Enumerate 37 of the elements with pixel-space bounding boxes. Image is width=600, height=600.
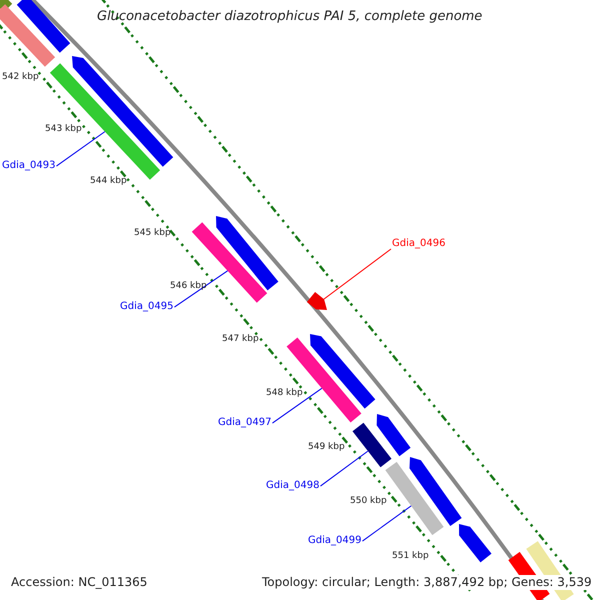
leader-line [320, 450, 368, 487]
gene-label: Gdia_0493 [2, 160, 56, 171]
footer-text: Topology: circular; Length: 3,887,492 bp; Genes: 3,539 [260, 575, 594, 590]
footer-text: Accession: NC_011365 [9, 575, 150, 590]
gene-bar [310, 334, 376, 409]
scale-label: 546 kbp [170, 282, 207, 292]
scale-label: 548 kbp [266, 389, 303, 399]
leader-line [272, 388, 322, 424]
gene-bar [286, 338, 362, 422]
gene-bar [216, 216, 278, 290]
scale-label: 549 kbp [308, 443, 345, 453]
scale-label: 550 kbp [350, 497, 387, 507]
diagram-title: Gluconacetobacter diazotrophicus PAI 5, complete genome [97, 10, 482, 24]
scale-label: 551 kbp [392, 552, 429, 562]
gene-bar [376, 414, 411, 456]
scale-label: 542 kbp [2, 73, 39, 83]
gene-bar [16, 0, 70, 53]
scale-label: 547 kbp [222, 335, 259, 345]
gene-bar [192, 222, 268, 303]
gene-label: Gdia_0496 [392, 238, 446, 249]
gene-label: Gdia_0497 [218, 417, 272, 428]
leader-line [362, 505, 412, 542]
leader-line [323, 248, 392, 300]
gene-bar [352, 422, 392, 468]
scale-label: 544 kbp [90, 177, 127, 187]
gene-bar [410, 457, 462, 526]
scale-label: 543 kbp [45, 125, 82, 135]
leader-line [174, 270, 228, 308]
gene-bar [0, 4, 56, 67]
gene-label: Gdia_0499 [308, 535, 362, 546]
gene-label: Gdia_0498 [266, 480, 320, 491]
gene-bar [306, 292, 327, 310]
leader-line [56, 131, 106, 167]
scale-label: 545 kbp [134, 229, 171, 239]
gene-label: Gdia_0495 [120, 301, 174, 312]
gene-bar [459, 524, 492, 562]
gene-bar [385, 462, 444, 536]
